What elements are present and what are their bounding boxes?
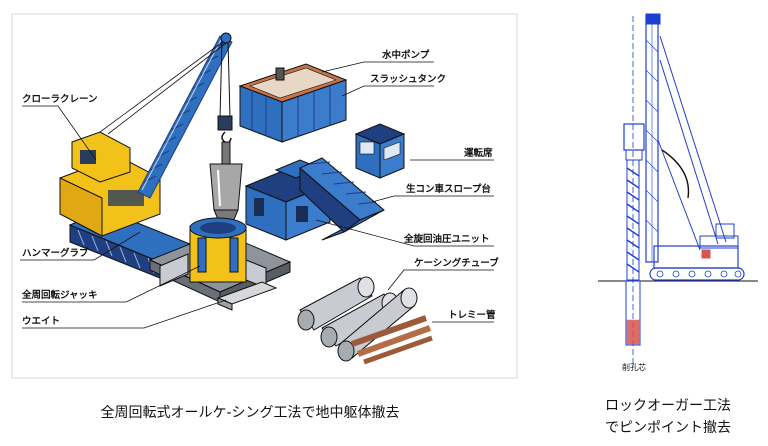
operator-cabin (354, 123, 406, 179)
label-submersible-pump: 水中ポンプ (382, 49, 430, 61)
leader-weight (22, 299, 227, 329)
casing-tubes (297, 276, 418, 362)
right-caption-line1: ロックオーガー工法 (605, 398, 731, 414)
leader-full-rotation-jack (22, 265, 201, 303)
label-drill-center: 削孔芯 (622, 362, 646, 372)
label-hydraulic-unit: 全旋回油圧ユニット (403, 233, 490, 245)
leader-hammer-grab (20, 231, 141, 261)
leader-crawler-crane (22, 105, 97, 161)
crawler-crane (59, 32, 233, 279)
right-caption: ロックオーガー工法 でピンポイント撤去 (578, 395, 758, 439)
label-tremie-pipe: トレミー管 (448, 309, 496, 321)
label-slush-tank: スラッシュタンク (370, 73, 446, 85)
leader-casing-tube (387, 269, 494, 291)
label-hammer-grab: ハンマーグラブ (22, 247, 89, 259)
leader-slush-tank (341, 85, 434, 97)
concrete-truck-ramp (299, 157, 385, 241)
slush-tank (238, 63, 348, 143)
label-casing-tube: ケーシングチューブ (414, 257, 499, 269)
leader-hydraulic-unit (315, 219, 494, 247)
left-caption: 全周回転式オールケ-シング工法で地中躯体撤去 (100, 405, 400, 421)
label-concrete-truck-ramp: 生コン車スロープ台 (406, 183, 491, 195)
leader-submersible-pump (321, 61, 434, 73)
label-full-rotation-jack: 全周回転ジャッキ (21, 289, 98, 301)
label-operator-cabin: 運転席 (464, 147, 493, 159)
rock-auger-rig (598, 13, 758, 366)
label-weight: ウエイト (22, 316, 60, 327)
leader-ramp (371, 195, 494, 203)
right-caption-line2: でピンポイント撤去 (605, 420, 731, 436)
label-crawler-crane: クローラクレーン (22, 94, 98, 105)
counter-weight (216, 281, 278, 311)
tremie-pipes (351, 315, 433, 365)
